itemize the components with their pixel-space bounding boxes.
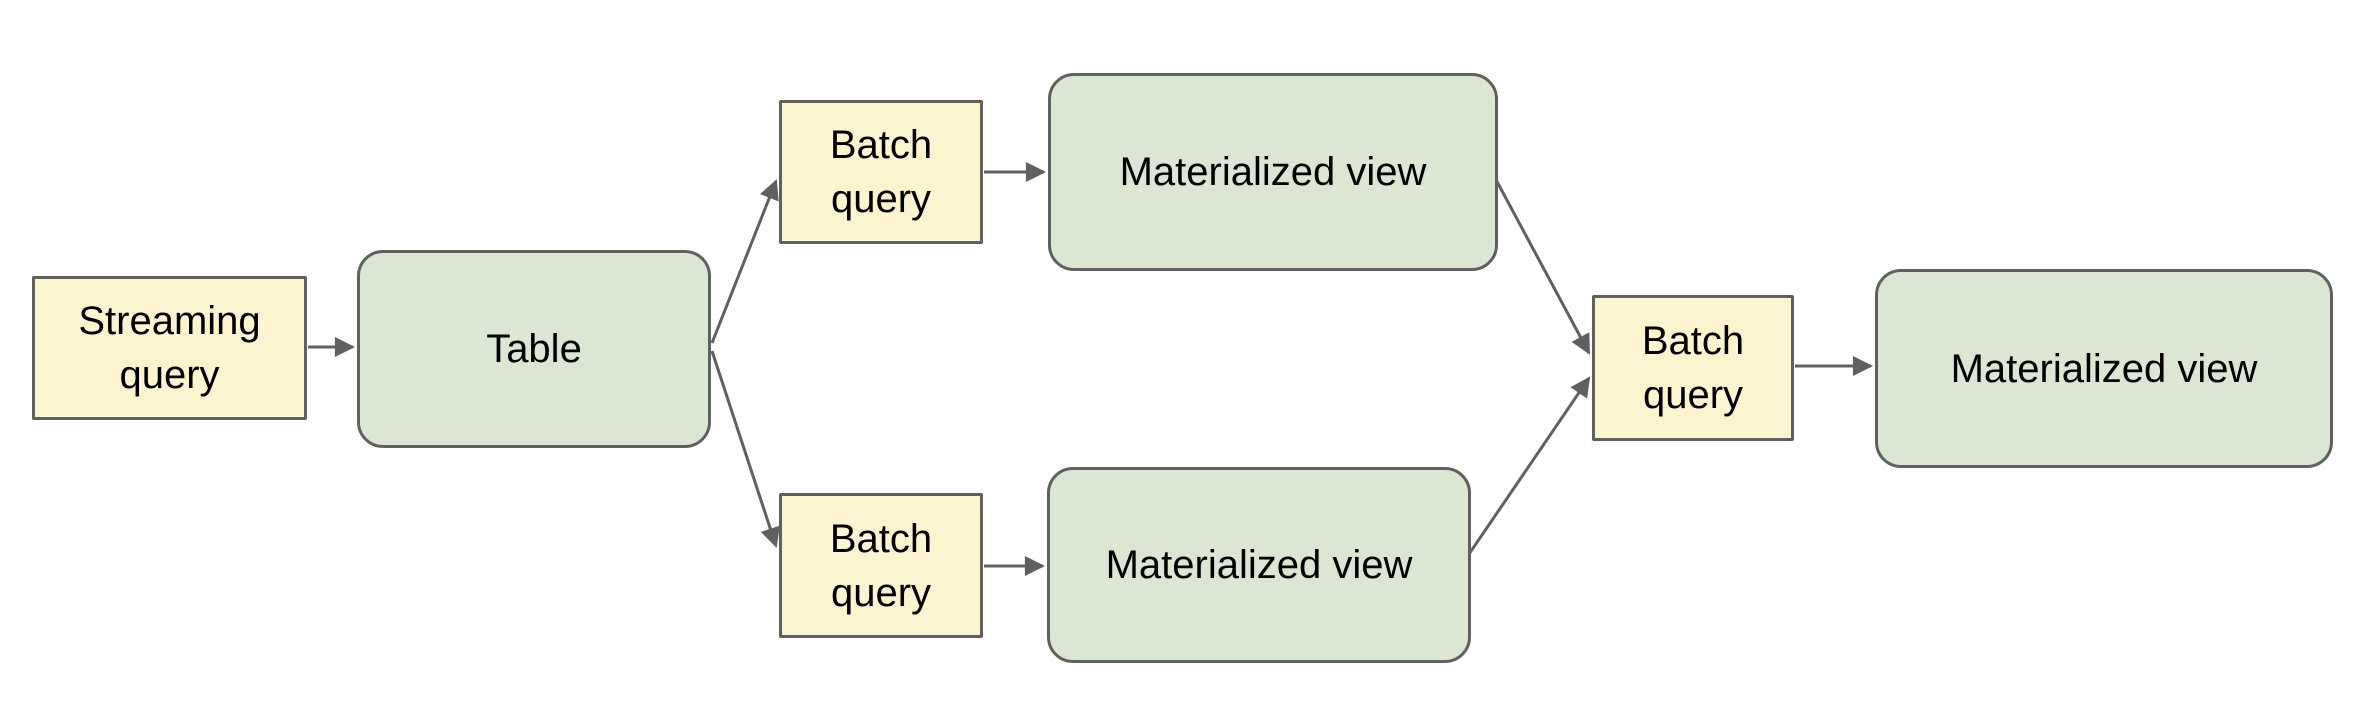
edge-table-to-batch-query-top: [710, 179, 779, 344]
node-label: Batch query: [829, 123, 933, 221]
node-label: Batch query: [1641, 319, 1745, 417]
node-label: Materialized view: [1105, 543, 1413, 587]
edge-materialized-view-bottom-to-batch-query-final: [1465, 376, 1591, 558]
node-materialized-view-bottom: Materialized view: [1047, 467, 1471, 663]
node-label: Streaming query: [78, 299, 261, 397]
node-label: Materialized view: [1119, 150, 1427, 194]
node-batch-query-bottom: Batch query: [779, 493, 983, 638]
node-table: Table: [357, 250, 711, 448]
edge-materialized-view-top-to-batch-query-final: [1492, 175, 1591, 355]
node-label: Batch query: [829, 516, 933, 615]
edge-table-to-batch-query-bottom: [710, 350, 780, 548]
node-materialized-view-final: Materialized view: [1875, 269, 2333, 468]
node-materialized-view-top: Materialized view: [1048, 73, 1498, 271]
node-streaming-query: Streaming query: [32, 276, 307, 420]
node-label: Materialized view: [1950, 346, 2258, 391]
node-batch-query-final: Batch query: [1592, 295, 1794, 441]
node-batch-query-top: Batch query: [779, 100, 983, 244]
node-label: Table: [486, 327, 582, 371]
